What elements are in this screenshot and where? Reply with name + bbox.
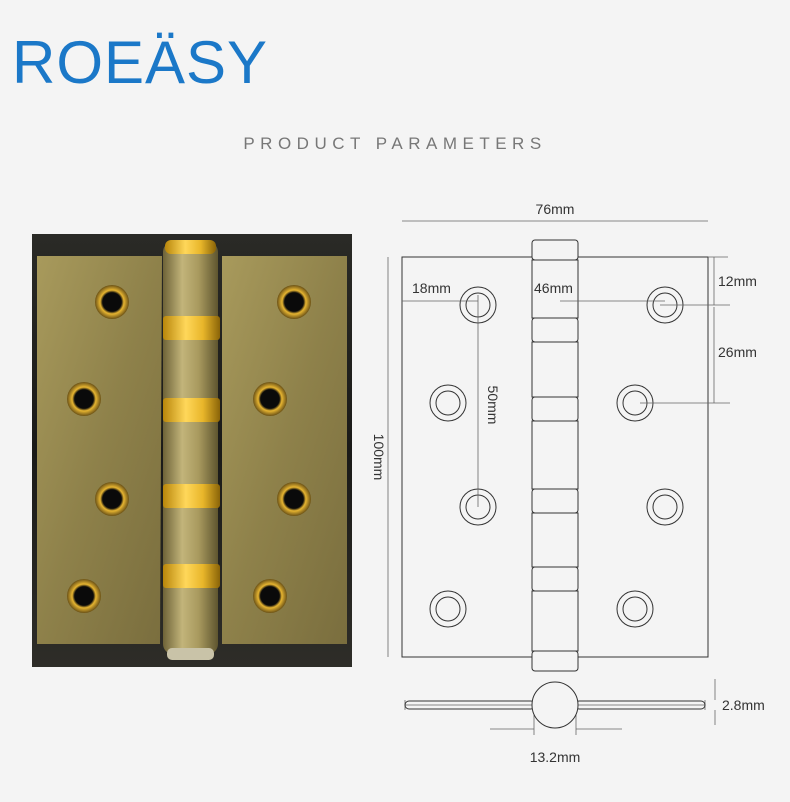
brand-logo: ROEÄSY xyxy=(12,29,269,96)
bearing-ring xyxy=(163,484,220,508)
diagram-holes xyxy=(429,286,684,628)
bearing-ring xyxy=(163,398,220,422)
edge-to-hole-label: 18mm xyxy=(412,280,451,296)
hinge-photo xyxy=(32,234,352,667)
bearing-ring xyxy=(163,316,220,340)
top-to-hole-label: 12mm xyxy=(718,273,757,289)
left-leaf-outline xyxy=(401,256,532,658)
section-title: PRODUCT PARAMETERS xyxy=(243,134,547,153)
hole-spacing-right-label: 26mm xyxy=(718,344,757,360)
hinge-barrel xyxy=(163,242,218,654)
bearing-ring xyxy=(163,564,220,588)
hole-vertical-spacing-label: 50mm xyxy=(485,386,501,425)
knuckle-diameter-label: 13.2mm xyxy=(530,749,581,765)
thickness-label: 2.8mm xyxy=(722,697,765,713)
screw-holes xyxy=(67,285,311,613)
height-label: 100mm xyxy=(371,434,387,481)
right-leaf xyxy=(222,256,347,644)
width-label: 76mm xyxy=(536,201,575,217)
left-leaf xyxy=(37,256,162,644)
dimension-diagram: 76mm 100mm 18mm 46mm 50mm 12mm 26mm 2.8m… xyxy=(371,201,765,765)
right-leaf-outline xyxy=(578,256,709,658)
hole-to-hole-horizontal-label: 46mm xyxy=(534,280,573,296)
